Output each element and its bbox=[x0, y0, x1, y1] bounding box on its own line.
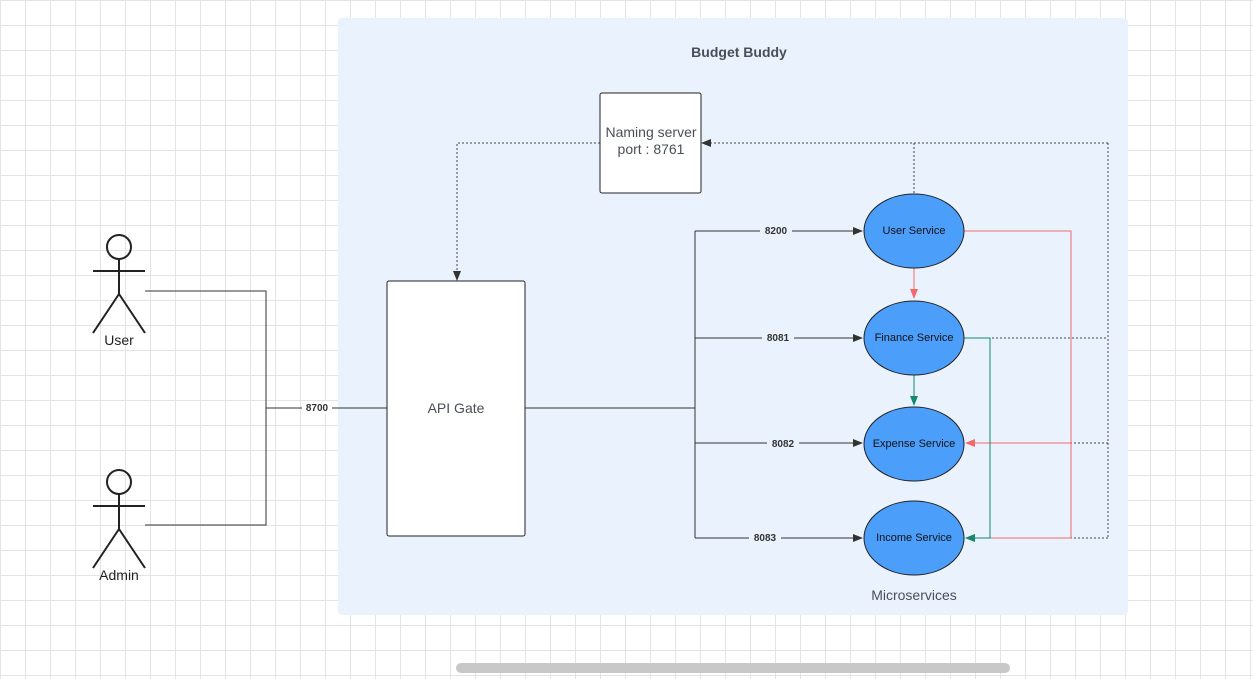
expense-service-node[interactable] bbox=[863, 406, 965, 482]
user-actor-label: User bbox=[104, 332, 134, 348]
user-actor[interactable] bbox=[92, 234, 146, 334]
finance-service-dependency-arrows[interactable] bbox=[910, 337, 991, 542]
naming-server-port-label: port : 8761 bbox=[618, 141, 685, 157]
port-bg-income bbox=[749, 531, 781, 544]
user-service-label: User Service bbox=[883, 225, 946, 237]
port-bg-user bbox=[760, 224, 792, 237]
naming-server-box[interactable] bbox=[599, 92, 702, 194]
finance-service-label: Finance Service bbox=[875, 332, 954, 344]
port-bg-finance bbox=[762, 331, 794, 344]
port-label-expense: 8082 bbox=[772, 439, 795, 450]
gateway-port-bg bbox=[302, 401, 332, 414]
income-service-label: Income Service bbox=[876, 532, 952, 544]
user-service-node[interactable] bbox=[863, 193, 965, 269]
microservices-group-label: Microservices bbox=[871, 587, 957, 603]
naming-server-label: Naming server bbox=[605, 124, 696, 140]
finance-service-node[interactable] bbox=[863, 300, 965, 376]
admin-actor-label: Admin bbox=[99, 567, 139, 583]
admin-actor[interactable] bbox=[92, 469, 146, 569]
port-bg-expense bbox=[767, 437, 799, 450]
api-gate-label: API Gate bbox=[428, 400, 485, 416]
port-label-income: 8083 bbox=[754, 533, 777, 544]
income-service-node[interactable] bbox=[863, 500, 965, 576]
port-label-user: 8200 bbox=[765, 226, 788, 237]
gateway-port-label: 8700 bbox=[306, 403, 329, 414]
diagram-title: Budget Buddy bbox=[691, 44, 787, 60]
actor-to-gateway-connector[interactable] bbox=[145, 290, 387, 526]
horizontal-scrollbar[interactable] bbox=[456, 663, 1010, 673]
user-service-dependency-arrows[interactable] bbox=[910, 230, 1072, 542]
expense-service-label: Expense Service bbox=[873, 438, 956, 450]
gateway-routing-lines[interactable] bbox=[525, 227, 863, 542]
port-label-finance: 8081 bbox=[767, 333, 790, 344]
